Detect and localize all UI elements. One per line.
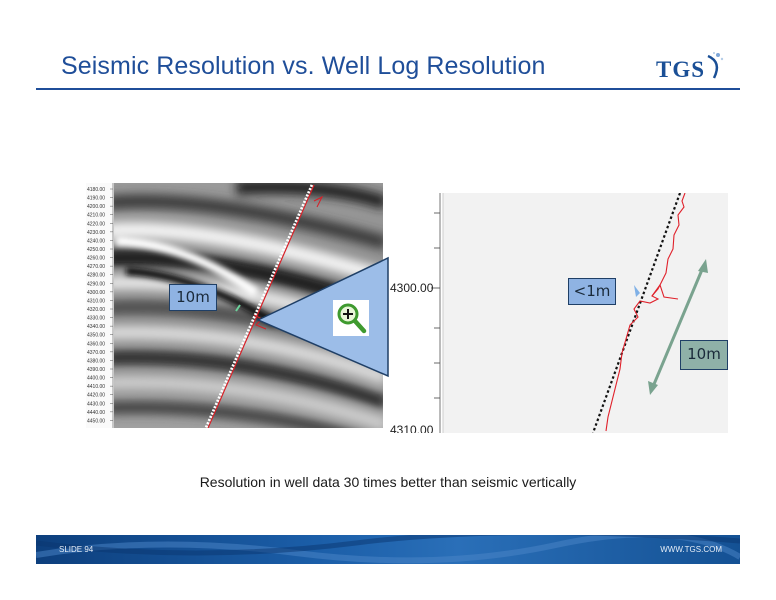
seismic-depth-label: 4370.00 (87, 350, 105, 356)
slide-number: SLIDE 94 (59, 545, 94, 554)
seismic-depth-label: 4250.00 (87, 247, 105, 253)
seismic-depth-label: 4450.00 (87, 418, 105, 424)
tgs-logo-text: TGS (656, 57, 706, 82)
seismic-depth-label: 4180.00 (87, 187, 105, 193)
seismic-depth-label: 4430.00 (87, 401, 105, 407)
well-log-panel (388, 193, 728, 433)
tgs-star-logo-icon (707, 52, 724, 79)
seismic-depth-label: 4440.00 (87, 410, 105, 416)
seismic-depth-label: 4350.00 (87, 333, 105, 339)
seismic-10m-callout: 10m (169, 284, 217, 311)
seismic-depth-label: 4330.00 (87, 316, 105, 322)
well-depth-label-top: 4300.00 (390, 281, 434, 295)
seismic-depth-label: 4190.00 (87, 196, 105, 202)
well-sub-meter-callout: <1m (568, 278, 616, 305)
seismic-depth-label: 4340.00 (87, 324, 105, 330)
well-10m-callout: 10m (680, 340, 728, 370)
seismic-depth-label: 4220.00 (87, 221, 105, 227)
slide-caption: Resolution in well data 30 times better … (199, 474, 577, 490)
website-link[interactable]: WWW.TGS.COM (660, 545, 722, 554)
seismic-depth-label: 4300.00 (87, 290, 105, 296)
seismic-depth-label: 4400.00 (87, 376, 105, 382)
seismic-depth-label: 4420.00 (87, 393, 105, 399)
seismic-depth-label: 4260.00 (87, 256, 105, 262)
tgs-logo: TGS (656, 50, 736, 86)
seismic-depth-label: 4270.00 (87, 264, 105, 270)
seismic-depth-label: 4310.00 (87, 298, 105, 304)
seismic-depth-label: 4240.00 (87, 238, 105, 244)
seismic-depth-label: 4380.00 (87, 358, 105, 364)
seismic-depth-label: 4280.00 (87, 273, 105, 279)
seismic-depth-label: 4230.00 (87, 230, 105, 236)
seismic-depth-label: 4320.00 (87, 307, 105, 313)
seismic-depth-label: 4360.00 (87, 341, 105, 347)
slide-title: Seismic Resolution vs. Well Log Resoluti… (61, 52, 546, 80)
seismic-depth-label: 4410.00 (87, 384, 105, 390)
zoom-in-icon (333, 300, 369, 336)
footer-swirl-pattern (36, 535, 740, 564)
seismic-depth-label: 4290.00 (87, 281, 105, 287)
seismic-depth-label: 4390.00 (87, 367, 105, 373)
title-rule (36, 88, 740, 90)
seismic-depth-label: 4210.00 (87, 213, 105, 219)
slide-footer: SLIDE 94 WWW.TGS.COM (36, 535, 740, 564)
seismic-depth-label: 4200.00 (87, 204, 105, 210)
well-depth-label-bottom: 4310.00 (390, 423, 434, 433)
